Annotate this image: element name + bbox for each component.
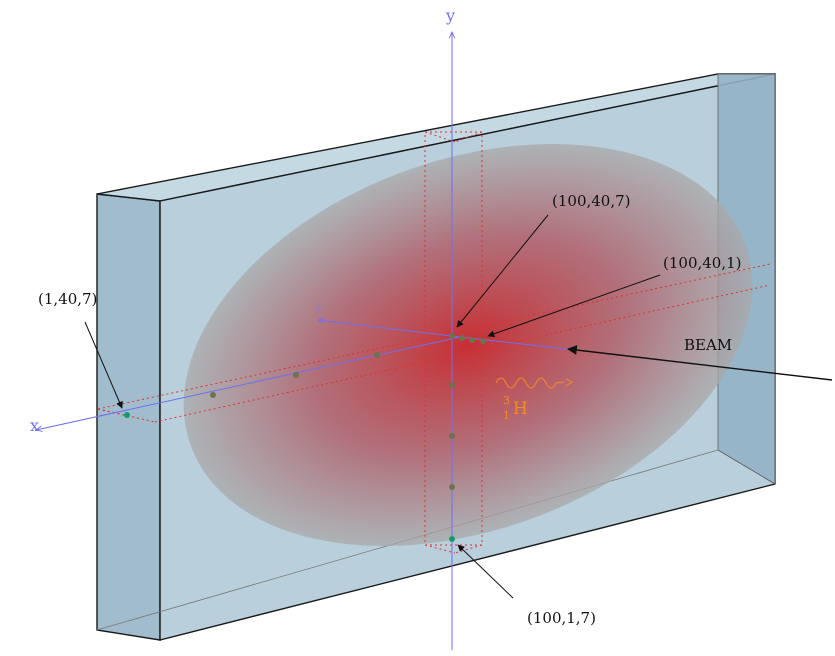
label-100-40-1: (100,40,1): [663, 254, 742, 272]
tritium-arrowhead: [565, 378, 573, 387]
isotope-symbol: H: [513, 399, 528, 419]
z-point: [449, 333, 455, 339]
z-axis-label: z: [314, 297, 322, 316]
energy-deposition-blob: [183, 143, 753, 547]
dotted-volume-vertical: [424, 131, 483, 554]
annotation-arrow-p2: [487, 274, 661, 338]
dotted-volume-horizontal: [97, 263, 771, 423]
y-endpoint: [449, 536, 455, 542]
beam-label: BEAM: [684, 336, 732, 354]
annotation-arrow-p3: [84, 321, 123, 409]
beam-axis-line: [459, 336, 576, 351]
x-endpoint: [124, 412, 130, 418]
z-point: [480, 338, 486, 344]
label-100-40-7: (100,40,7): [552, 192, 631, 210]
y-point: [449, 382, 455, 388]
y-point: [449, 433, 455, 439]
isotope-atomic-number: 1: [503, 409, 510, 422]
y-axis-label: y: [445, 6, 455, 25]
x-point: [210, 392, 216, 398]
isotope-mass-number: 3: [503, 394, 510, 407]
x-point: [374, 352, 380, 358]
y-point: [449, 484, 455, 490]
z-point: [459, 335, 465, 341]
z-axis: [318, 320, 461, 338]
z-point: [469, 337, 475, 343]
label-1-40-7: (1,40,7): [38, 290, 97, 308]
x-axis: [36, 336, 461, 430]
beam-arrow: [567, 345, 833, 381]
annotation-arrow-p4: [457, 544, 514, 599]
x-axis-label: x: [30, 416, 39, 435]
annotation-arrow-p1: [456, 214, 549, 328]
label-100-1-7: (100,1,7): [527, 609, 596, 627]
tritium-wave-arrow: [495, 377, 565, 389]
x-point: [293, 372, 299, 378]
